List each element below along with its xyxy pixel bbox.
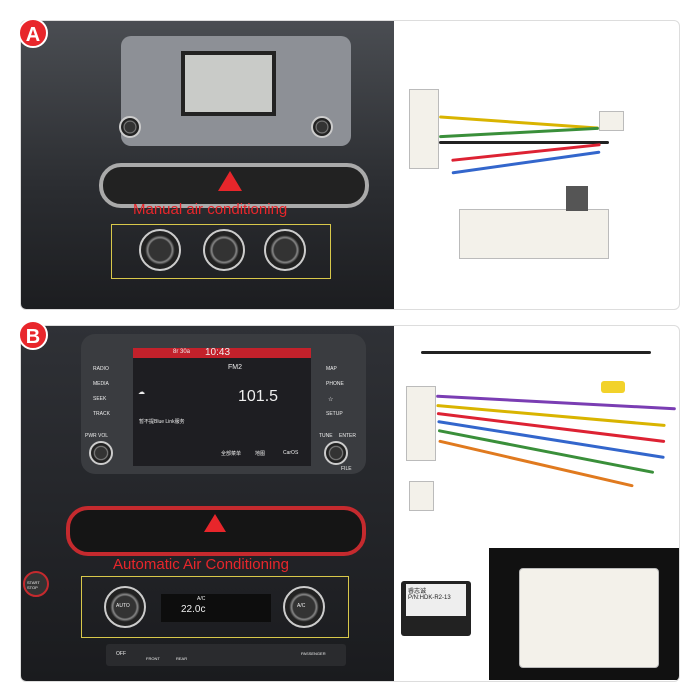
- auto-knob[interactable]: AUTO: [104, 586, 146, 628]
- off-button[interactable]: OFF: [116, 651, 126, 657]
- media-button[interactable]: MEDIA: [93, 381, 109, 387]
- panel-a: Manual air conditioning: [20, 20, 680, 310]
- climate-display: A/C 22.0c: [161, 594, 271, 622]
- radio-button[interactable]: RADIO: [93, 366, 109, 372]
- panel-a-badge: A: [18, 18, 48, 48]
- ac-highlight-box: [81, 576, 349, 638]
- tune-label: TUNE: [319, 433, 333, 439]
- auto-ac-dashboard-photo: 8r 30a 10:43 ☁ 暂不提Blue Link服务 FM2 101.5 …: [21, 326, 394, 681]
- panel-b-badge: B: [18, 320, 48, 350]
- front-defrost-button[interactable]: FRONT: [146, 656, 160, 661]
- module-part-number: P/N:HDK-R2-13: [408, 595, 451, 601]
- climate-button-row: OFF FRONT REAR PASSENGER: [106, 644, 346, 666]
- volume-knob[interactable]: [89, 441, 113, 465]
- phone-button[interactable]: PHONE: [326, 381, 344, 387]
- head-unit-screen: 8r 30a 10:43 ☁ 暂不提Blue Link服务 FM2 101.5 …: [133, 347, 311, 466]
- connector-photo: [489, 548, 679, 680]
- radio-band: FM2: [228, 364, 242, 371]
- file-label: FILE: [341, 466, 352, 472]
- app-all-menu[interactable]: 全部菜单: [221, 451, 242, 457]
- tune-knob[interactable]: [324, 441, 348, 465]
- auto-ac-label: Automatic Air Conditioning: [113, 556, 289, 573]
- app-caros[interactable]: CarOS: [283, 450, 299, 456]
- map-button[interactable]: MAP: [326, 366, 337, 372]
- screen-date: 8r 30a: [173, 349, 191, 355]
- screen-time: 10:43: [205, 347, 231, 358]
- track-button[interactable]: TRACK: [93, 411, 110, 417]
- radio-frequency: 101.5: [238, 388, 279, 405]
- manual-ac-dashboard-photo: Manual air conditioning: [21, 21, 394, 309]
- panel-b: 8r 30a 10:43 ☁ 暂不提Blue Link服务 FM2 101.5 …: [20, 325, 680, 682]
- enter-label: ENTER: [339, 433, 356, 439]
- start-stop-button[interactable]: START STOP: [23, 571, 49, 597]
- ac-knob[interactable]: A/C: [283, 586, 325, 628]
- can-bus-module: 睿志诚 P/N:HDK-R2-13: [401, 581, 471, 636]
- seek-button[interactable]: SEEK: [93, 396, 107, 402]
- temperature-readout: 22.0c: [181, 604, 206, 615]
- weather-text: 暂不提Blue Link服务: [139, 419, 185, 425]
- setup-button[interactable]: SETUP: [326, 411, 343, 417]
- pwr-vol-label: PWR VOL: [85, 433, 109, 439]
- app-map[interactable]: 地图: [255, 451, 266, 457]
- favorite-button[interactable]: ☆: [328, 397, 334, 403]
- rear-defrost-button[interactable]: REAR: [176, 656, 188, 661]
- module-brand: 睿志诚: [408, 589, 427, 595]
- manual-ac-label: Manual air conditioning: [133, 201, 288, 218]
- weather-icon: ☁: [138, 389, 145, 396]
- passenger-button[interactable]: PASSENGER: [301, 651, 326, 656]
- ac-highlight-box: [111, 224, 331, 279]
- hazard-icon[interactable]: [204, 514, 226, 532]
